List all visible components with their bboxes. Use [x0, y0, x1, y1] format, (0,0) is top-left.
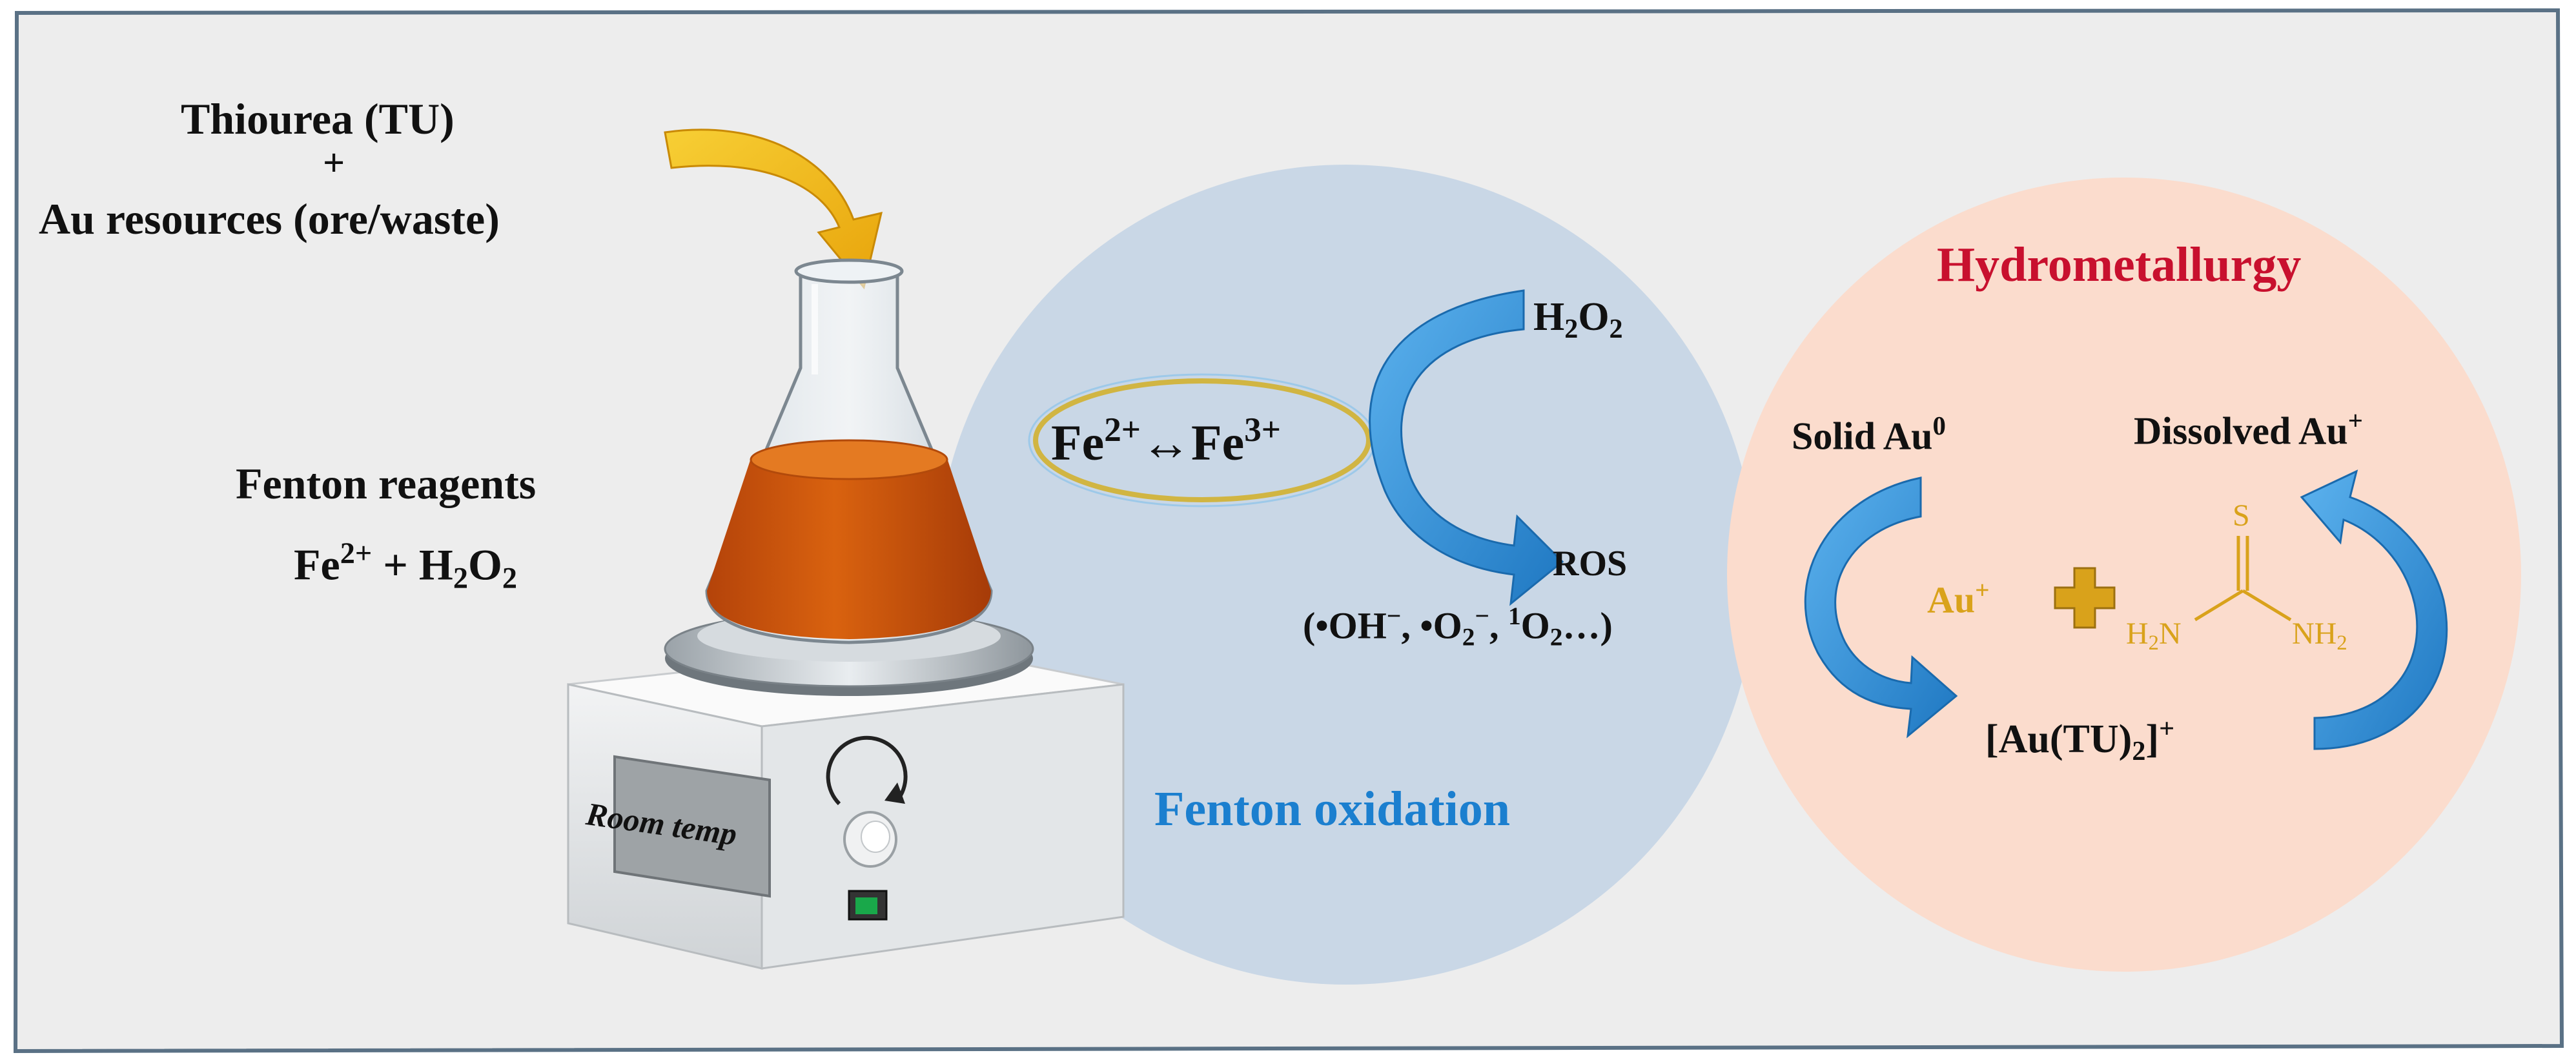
input-thiourea: Thiourea (TU)	[181, 94, 455, 143]
hydrometallurgy-title: Hydrometallurgy	[1937, 238, 2302, 292]
thiourea-structure	[2194, 536, 2292, 622]
ros-species: (•OH−, •O2−, 1O2…)	[1303, 602, 1613, 651]
thiourea-right-nh2: NH2	[2292, 617, 2347, 655]
input-plus: +	[323, 141, 345, 184]
input-au-resources: Au resources (ore/waste)	[39, 194, 500, 243]
h2o2-to-ros-arrow	[1369, 289, 1564, 606]
gold-thiourea-complex: [Au(TU)2]+	[1985, 713, 2175, 766]
fenton-reagents-title: Fenton reagents	[236, 459, 537, 508]
ros-label: ROS	[1553, 544, 1628, 584]
thiourea-s-atom: S	[2233, 498, 2250, 533]
magnetic-stirrer	[567, 644, 1125, 970]
rotation-knob-icon	[826, 735, 908, 868]
au-ion-label: Au+	[1927, 576, 1990, 621]
plus-icon	[2054, 567, 2116, 629]
h2o2-label: H2O2	[1533, 295, 1623, 344]
fenton-reagents-formula: Fe2+ + H2O2	[294, 537, 517, 595]
fe-redox-ellipse	[1033, 378, 1371, 502]
complexation-arrow	[2300, 469, 2448, 750]
dissolution-arrow	[1804, 476, 1958, 739]
power-switch-icon	[848, 890, 888, 921]
thiourea-left-nh2: H2N	[2126, 617, 2182, 655]
hydrometallurgy-circle	[1727, 178, 2521, 972]
fe-redox-couple: Fe2+↔Fe3+	[1051, 411, 1281, 471]
solid-au-label: Solid Au0	[1792, 411, 1946, 458]
fenton-oxidation-circle	[936, 165, 1756, 985]
erlenmeyer-flask	[664, 258, 1034, 696]
dissolved-au-label: Dissolved Au+	[2134, 406, 2364, 453]
fenton-oxidation-label: Fenton oxidation	[1154, 782, 1511, 836]
